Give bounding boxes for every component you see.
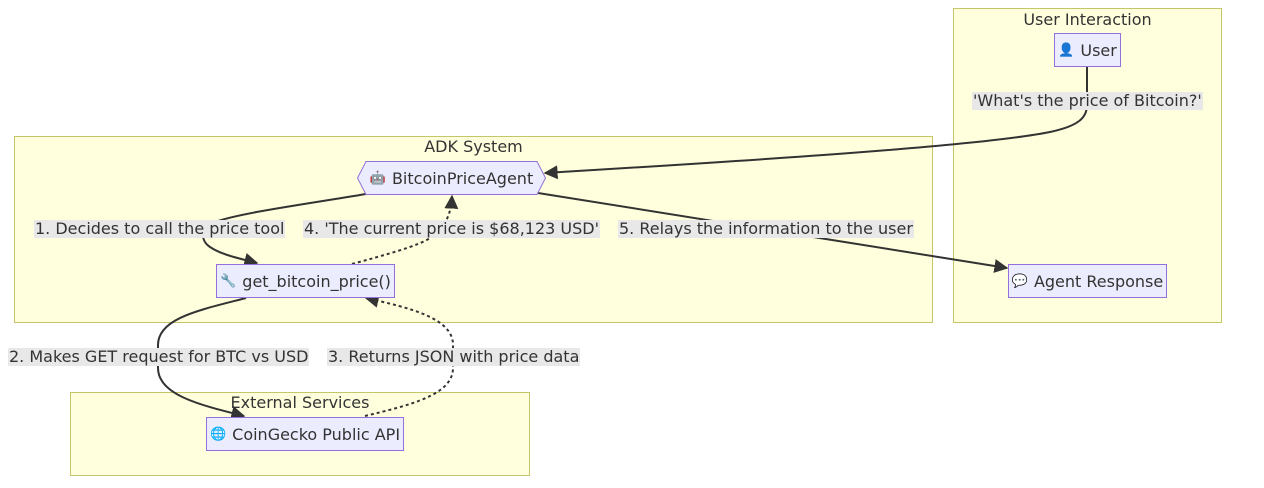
node-user: 👤 User [1054, 33, 1121, 67]
edge-label-get-request: 2. Makes GET request for BTC vs USD [8, 347, 310, 366]
node-coingecko-api: 🌐 CoinGecko Public API [206, 417, 404, 451]
node-user-label: User [1080, 40, 1117, 60]
person-icon: 👤 [1058, 42, 1075, 58]
edge-api-to-tool [364, 293, 454, 417]
robot-icon: 🤖 [369, 170, 386, 186]
edge-label-relays-info: 5. Relays the information to the user [618, 219, 914, 238]
cluster-title-adk-system: ADK System [424, 137, 523, 156]
globe-icon: 🌐 [209, 426, 227, 442]
node-tool-label: get_bitcoin_price() [242, 271, 391, 291]
node-get-bitcoin-price: 🔧 get_bitcoin_price() [216, 264, 395, 298]
cluster-title-user-interaction: User Interaction [1023, 10, 1152, 29]
node-response-label: Agent Response [1033, 271, 1164, 291]
edge-user-to-agent [543, 67, 1088, 180]
node-agent-label: BitcoinPriceAgent [391, 168, 534, 188]
edge-label-current-price: 4. 'The current price is $68,123 USD' [303, 219, 601, 238]
edge-tool-to-agent [351, 194, 459, 265]
wrench-icon: 🔧 [220, 273, 237, 289]
node-bitcoin-price-agent: 🤖 BitcoinPriceAgent [357, 161, 546, 195]
agent-hexagon-shape [357, 161, 546, 195]
edge-label-user-question: 'What's the price of Bitcoin?' [972, 91, 1203, 110]
cluster-title-external-services: External Services [230, 393, 370, 412]
edge-label-returns-json: 3. Returns JSON with price data [327, 347, 581, 366]
speech-bubble-icon: 💬 [1011, 273, 1028, 289]
node-api-label: CoinGecko Public API [232, 424, 401, 444]
node-agent-response: 💬 Agent Response [1008, 264, 1167, 298]
edge-label-decides-call-tool: 1. Decides to call the price tool [34, 219, 286, 238]
